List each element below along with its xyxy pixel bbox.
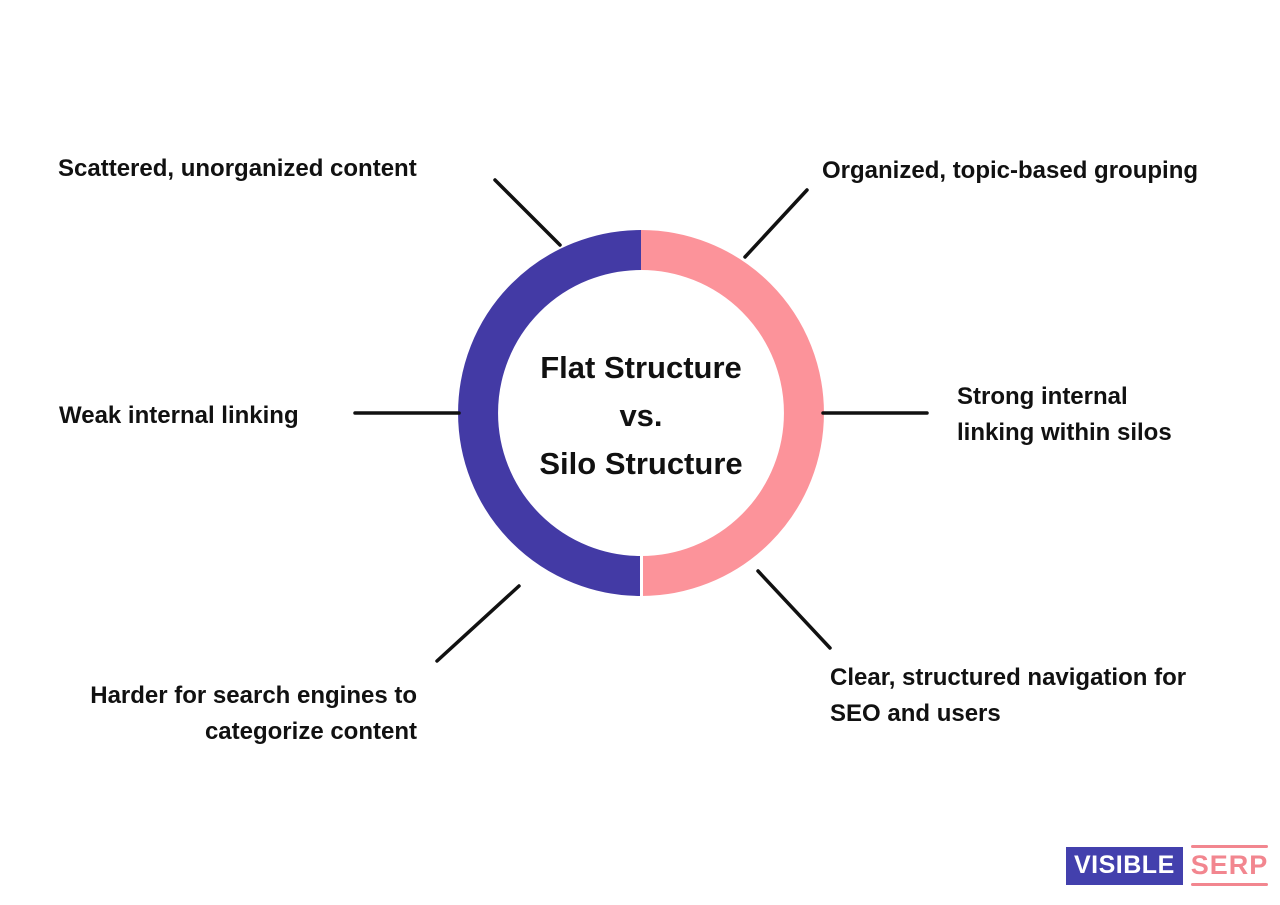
callout-harder-to-categorize-line-1: Harder for search engines to xyxy=(90,682,417,709)
connector-bottom-left xyxy=(435,584,521,663)
connector-top-left xyxy=(493,178,562,247)
logo-serp-bottom-rule xyxy=(1190,883,1269,886)
donut-left-half-flat-structure xyxy=(458,230,642,596)
callout-strong-internal-linking-line-1: Strong internal xyxy=(957,383,1128,410)
callout-strong-internal-linking-line-2: linking within silos xyxy=(957,419,1172,446)
callout-organized-topic-based-grouping: Organized, topic-based grouping xyxy=(822,157,1199,184)
callout-harder-to-categorize-line-2: categorize content xyxy=(204,718,417,745)
callout-strong-internal-linking: Strong internal linking within silos xyxy=(957,379,1172,451)
logo-serp-top-rule xyxy=(1190,845,1269,848)
center-title-line-3: Silo Structure xyxy=(539,446,743,481)
logo-serp-text: SERP xyxy=(1190,850,1269,880)
center-title-line-2: vs. xyxy=(619,398,663,433)
center-title: Flat Structure vs. Silo Structure xyxy=(539,344,742,488)
visibleserp-logo: VISIBLE SERP xyxy=(1066,845,1269,886)
callout-clear-structured-navigation-line-1: Clear, structured navigation for xyxy=(830,664,1187,691)
callout-harder-to-categorize: Harder for search engines to categorize … xyxy=(90,678,417,750)
logo-serp-wordmark: SERP xyxy=(1190,845,1269,886)
connector-top-right xyxy=(743,188,809,259)
donut-right-half-silo-structure xyxy=(640,230,824,596)
center-title-line-1: Flat Structure xyxy=(540,350,742,385)
callout-clear-structured-navigation-line-2: SEO and users xyxy=(830,700,1001,727)
logo-visible-wordmark: VISIBLE xyxy=(1066,846,1183,885)
connector-bottom-right xyxy=(756,569,832,650)
callout-weak-internal-linking: Weak internal linking xyxy=(59,402,299,429)
callout-scattered-unorganized-content: Scattered, unorganized content xyxy=(58,155,417,182)
callout-clear-structured-navigation: Clear, structured navigation for SEO and… xyxy=(830,660,1186,732)
